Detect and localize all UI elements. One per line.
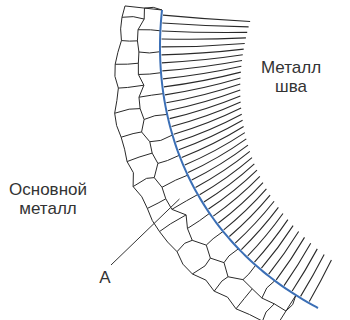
grain-boundary: [115, 109, 140, 114]
grain-boundary: [139, 52, 160, 53]
grain-boundary: [224, 249, 238, 263]
columnar-crystal: [162, 38, 246, 39]
columnar-crystal: [204, 164, 254, 202]
columnar-crystal: [162, 23, 248, 27]
columnar-crystal: [165, 78, 240, 95]
grain-boundary: [262, 304, 274, 320]
grain-boundary: [127, 153, 152, 161]
columnar-crystal: [161, 43, 244, 46]
grain-boundary: [162, 175, 188, 187]
grain-boundary: [206, 231, 223, 245]
leader-line: [111, 199, 179, 265]
grain-boundary: [138, 73, 161, 75]
columnar-crystal: [292, 249, 317, 291]
weld-metal-label: Металл шва: [245, 58, 337, 96]
grain-boundary: [118, 85, 144, 88]
columnar-crystal: [208, 170, 256, 209]
grain-boundary: [115, 63, 138, 64]
columnar-crystal: [192, 145, 248, 180]
base-metal-label: Основной металл: [2, 180, 94, 218]
grain-boundary: [138, 30, 160, 31]
columnar-crystal: [162, 31, 247, 33]
columnar-crystal: [164, 72, 241, 87]
grain-boundary: [160, 215, 187, 232]
columnar-crystal: [179, 120, 243, 149]
columnar-crystal: [185, 133, 245, 165]
grain-boundary: [275, 295, 296, 320]
columnar-crystal: [162, 55, 243, 63]
columnar-crystal: [162, 49, 244, 55]
grain-boundary: [262, 281, 275, 298]
fusion-line: [160, 10, 318, 308]
columnar-crystal: [163, 66, 241, 79]
grain-boundary: [187, 213, 209, 228]
columnar-crystal: [182, 126, 244, 157]
columnar-crystal: [218, 183, 263, 223]
grain-boundary: [177, 240, 192, 251]
grain-boundary: [158, 155, 179, 163]
grain-boundary: [122, 17, 144, 19]
grain-boundary: [150, 135, 173, 142]
columnar-crystal: [235, 201, 274, 243]
grain-boundary: [125, 6, 162, 10]
grain-boundary: [236, 289, 252, 309]
grain-boundary: [214, 277, 228, 291]
grain-boundary: [115, 6, 275, 320]
columnar-crystal: [229, 195, 270, 236]
columnar-crystal: [269, 232, 299, 275]
grain-boundary: [139, 94, 163, 98]
columnar-crystal: [284, 243, 311, 285]
grain-boundary: [243, 265, 256, 279]
columnar-crystal: [188, 139, 246, 173]
grain-boundary: [133, 178, 154, 187]
columnar-crystal: [276, 237, 304, 280]
grain-boundary: [147, 199, 165, 209]
columnar-crystal: [200, 158, 252, 195]
columnar-crystal: [163, 15, 250, 21]
columnar-crystal: [301, 254, 325, 296]
columnar-crystal: [162, 61, 242, 71]
grain-boundary: [192, 258, 210, 274]
columnar-crystal: [224, 189, 267, 230]
columnar-crystal: [196, 151, 250, 187]
grain-boundary: [144, 114, 167, 119]
grain-boundary: [121, 40, 137, 42]
columnar-crystal: [309, 260, 331, 302]
grain-boundary: [121, 132, 141, 137]
columnar-crystal: [213, 176, 260, 216]
callout-letter: A: [97, 268, 113, 287]
base-metal-grains: [115, 6, 296, 320]
